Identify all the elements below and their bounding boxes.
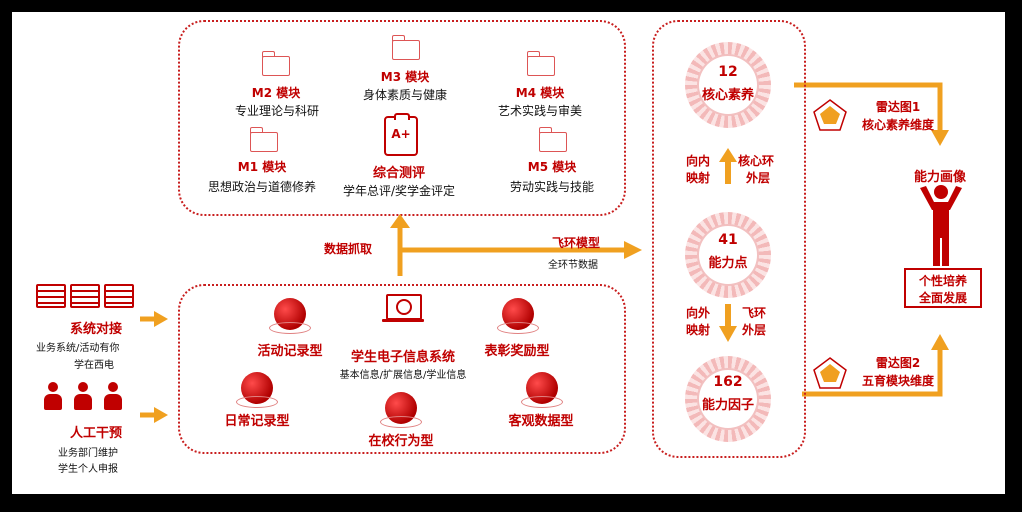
ring2-num: 41 [718,232,738,248]
map-in-1: 向内 [686,154,711,168]
ring-column-box [652,20,806,458]
diagram-canvas: M2 模块 专业理论与科研 M3 模块 身体素质与健康 M4 模块 艺术实践与审… [12,12,1005,494]
m1-title: M1 模块 [237,160,287,174]
system-sub: 基本信息/扩展信息/学业信息 [339,370,467,381]
m3-title: M3 模块 [380,70,430,84]
activity-type: 活动记录型 [257,344,323,359]
core-ring [685,42,771,128]
server-icons [36,284,134,308]
core-outer-1: 核心环 [738,154,775,168]
manual-title: 人工干预 [70,426,123,441]
radar-icon [813,99,847,131]
m1-sub: 思想政治与道德修养 [207,180,316,194]
m2-title: M2 模块 [251,86,301,100]
portrait-title: 能力画像 [913,170,966,185]
ring3-num: 162 [713,374,743,390]
ring1-num: 12 [718,64,738,80]
folder-icon [538,127,567,152]
folder-icon [391,35,420,60]
portrait-line2: 全面发展 [918,291,967,305]
objective-type: 客观数据型 [508,414,574,429]
plate-icon [497,322,539,334]
portrait-badge: 个性培养 全面发展 [904,268,982,308]
ring3-label: 能力因子 [701,398,754,413]
manual-sub1: 业务部门维护 [58,448,118,459]
folder-icon [249,127,278,152]
m5-title: M5 模块 [527,160,577,174]
system-docking-sub2: 学在西电 [74,360,114,371]
system-docking-title: 系统对接 [70,322,123,337]
radar2-title: 雷达图2 [875,356,921,370]
full-data-label: 全环节数据 [548,260,598,271]
plate-icon [380,416,422,428]
person-icon [920,185,962,266]
system-title: 学生电子信息系统 [350,350,455,365]
radar1-sub: 核心素养维度 [861,118,934,132]
folder-icon [261,51,290,76]
plate-icon [521,396,563,408]
laptop-icon [382,294,424,324]
ability-ring [685,212,771,298]
honor-type: 表彰奖励型 [484,344,550,359]
map-out-2: 映射 [686,323,711,337]
map-out-1: 向外 [686,306,711,320]
m5-sub: 劳动实践与技能 [509,180,594,194]
ring2-label: 能力点 [708,256,748,271]
radar1-title: 雷达图1 [875,100,921,114]
fly-outer-1: 飞环 [742,306,767,320]
m3-sub: 身体素质与健康 [362,88,447,102]
radar2-sub: 五育模块维度 [861,374,934,388]
ring1-label: 核心素养 [701,88,754,103]
fly-outer-2: 外层 [742,323,767,337]
behavior-type: 在校行为型 [368,434,434,449]
factor-ring [685,356,771,442]
m4-title: M4 模块 [515,86,565,100]
top-module-box [178,20,626,216]
m4-sub: 艺术实践与审美 [497,104,582,118]
map-in-2: 映射 [686,171,711,185]
center-title: 综合测评 [372,166,425,181]
flow-arrows-svg [140,82,949,423]
core-outer-2: 外层 [746,171,771,185]
daily-type: 日常记录型 [224,414,290,429]
plate-icon [236,396,278,408]
a-plus-badge: A+ [391,127,411,141]
plate-icon [269,322,311,334]
center-sub: 学年总评/奖学金评定 [342,184,456,198]
system-docking-sub1: 业务系统/活动有你 [36,343,120,354]
flying-model-label: 飞环模型 [552,236,601,250]
report-card-icon: A+ [384,113,418,156]
data-fetch-label: 数据抓取 [324,242,373,256]
manual-sub2: 学生个人申报 [58,464,118,475]
folder-icon [526,51,555,76]
bottom-data-box [178,284,626,454]
people-icons [40,382,136,416]
radar-icon [813,357,847,389]
portrait-line1: 个性培养 [918,274,967,288]
m2-sub: 专业理论与科研 [234,104,319,118]
